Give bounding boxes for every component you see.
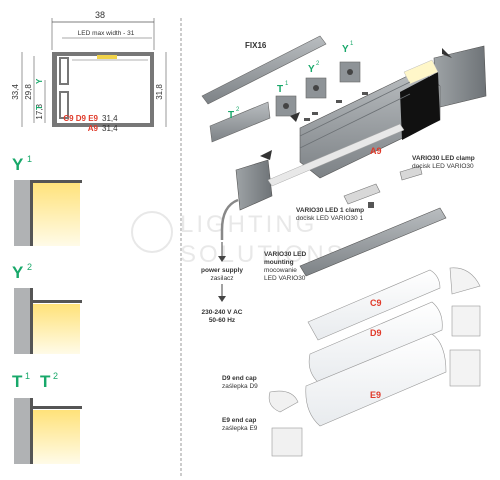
technical-drawing: 38 LED max width - 31 33,4 29,8 17,8 T Y… <box>11 10 167 133</box>
variant-t1-letter: T <box>12 372 23 391</box>
vario-1-clamp <box>343 183 381 205</box>
variant-t1-sup: 1 <box>25 371 30 381</box>
vario-clamp <box>399 165 423 181</box>
arrow-endcap-icon <box>442 48 452 58</box>
t1-sup: 1 <box>285 81 289 87</box>
end-cap-left <box>235 159 273 211</box>
t1-label: T <box>277 84 283 95</box>
mounting-variant-y1: Y 1 <box>12 154 82 246</box>
c9-end-cap <box>449 267 481 295</box>
power-cable <box>220 198 239 240</box>
e9cap-label-2: zaślepka E9 <box>222 425 258 432</box>
arrow-down-2-icon <box>218 296 226 302</box>
e9-label: E9 <box>370 390 381 400</box>
variant-y1-sup: 1 <box>27 154 32 164</box>
e9-diffuser <box>305 333 447 427</box>
d9-end-cap-right <box>451 305 481 337</box>
power-label-1: power supply <box>201 267 243 274</box>
variant-y1-letter: Y <box>12 155 24 174</box>
clamp-label-1: VARIO30 LED clamp <box>412 155 475 162</box>
watermark-logo-icon <box>131 211 173 253</box>
t2-sup: 2 <box>236 107 240 113</box>
t2-label: T <box>228 110 234 121</box>
arrow-down-icon <box>218 256 226 262</box>
d9cap-label-1: D9 end cap <box>222 375 257 382</box>
watermark-line1: LIGHTING <box>180 211 317 238</box>
power-label-2: zasilacz <box>210 275 233 282</box>
arrow-down-right-icon <box>290 112 300 122</box>
clamp1-label-1: VARIO30 LED 1 clamp <box>296 207 364 214</box>
led-strip-exploded <box>267 123 405 187</box>
led-max-width-label: LED max width - 31 <box>78 30 135 37</box>
vario-mounting-bar <box>299 207 447 277</box>
clamp-label-2: docisk LED VARIO30 <box>412 163 474 170</box>
mounting-variant-y2: Y 2 <box>12 262 82 354</box>
y2-sup: 2 <box>316 61 320 67</box>
d9-end-cap-left <box>268 390 299 413</box>
d9cap-label-2: zaślepka D9 <box>222 383 258 390</box>
exploded-view: FIX16 T 2 T 1 Y 2 Y 1 A9 <box>201 35 487 457</box>
led-strip <box>97 55 117 59</box>
e9cap-label-1: E9 end cap <box>222 417 256 424</box>
variant-t2-letter: T <box>40 372 51 391</box>
variant-a-value: 31,4 <box>102 124 118 133</box>
variant-t2-sup: 2 <box>53 371 58 381</box>
c9-diffuser <box>307 269 441 341</box>
screws <box>304 92 368 121</box>
t2-plate <box>209 101 271 143</box>
end-cap-a9 <box>433 45 487 109</box>
fix16-bar <box>201 35 327 105</box>
mount-label-1: VARIO30 LED <box>264 251 306 258</box>
d9-diffuser <box>308 301 443 385</box>
mount-label-2: mounting <box>264 259 294 266</box>
volt-label-2: 50-60 Hz <box>209 317 236 324</box>
volt-label-1: 230-240 V AC <box>202 309 243 316</box>
dim-17-8-label: 17,8 <box>35 103 44 119</box>
variant-a-label: A9 <box>88 124 99 133</box>
a9-profile-opening <box>400 72 440 140</box>
y2-label: Y <box>308 64 315 75</box>
y1-label: Y <box>342 44 349 55</box>
profile-cross-section <box>52 52 154 127</box>
dim-y-label: Y <box>35 78 44 84</box>
dim-29-8-label: 29,8 <box>24 84 33 100</box>
a9-label: A9 <box>370 146 382 156</box>
variant-cde-value: 31,4 <box>102 114 118 123</box>
fix16-label: FIX16 <box>245 41 267 50</box>
variant-cde-label: C9 D9 E9 <box>63 114 98 123</box>
mount-label-4: LED VARIO30 <box>264 275 306 282</box>
e9-end-cap-right <box>449 349 481 387</box>
dim-t-label: T <box>35 105 44 110</box>
mounting-variant-t: T 1 T 2 <box>12 371 82 464</box>
dim-38-label: 38 <box>95 10 105 20</box>
y1-sup: 1 <box>350 41 354 47</box>
dim-33-4-label: 33,4 <box>11 84 20 100</box>
dim-31-8-label: 31,8 <box>155 84 164 100</box>
arrow-right-icon <box>260 150 272 160</box>
variant-y2-letter: Y <box>12 263 24 282</box>
mount-label-3: mocowanie <box>264 267 297 274</box>
d9-label: D9 <box>370 328 382 338</box>
clamp1-label-2: docisk LED VARIO30 1 <box>296 215 363 222</box>
c9-label: C9 <box>370 298 382 308</box>
variant-y2-sup: 2 <box>27 262 32 272</box>
e9-end-cap-left <box>271 427 303 457</box>
